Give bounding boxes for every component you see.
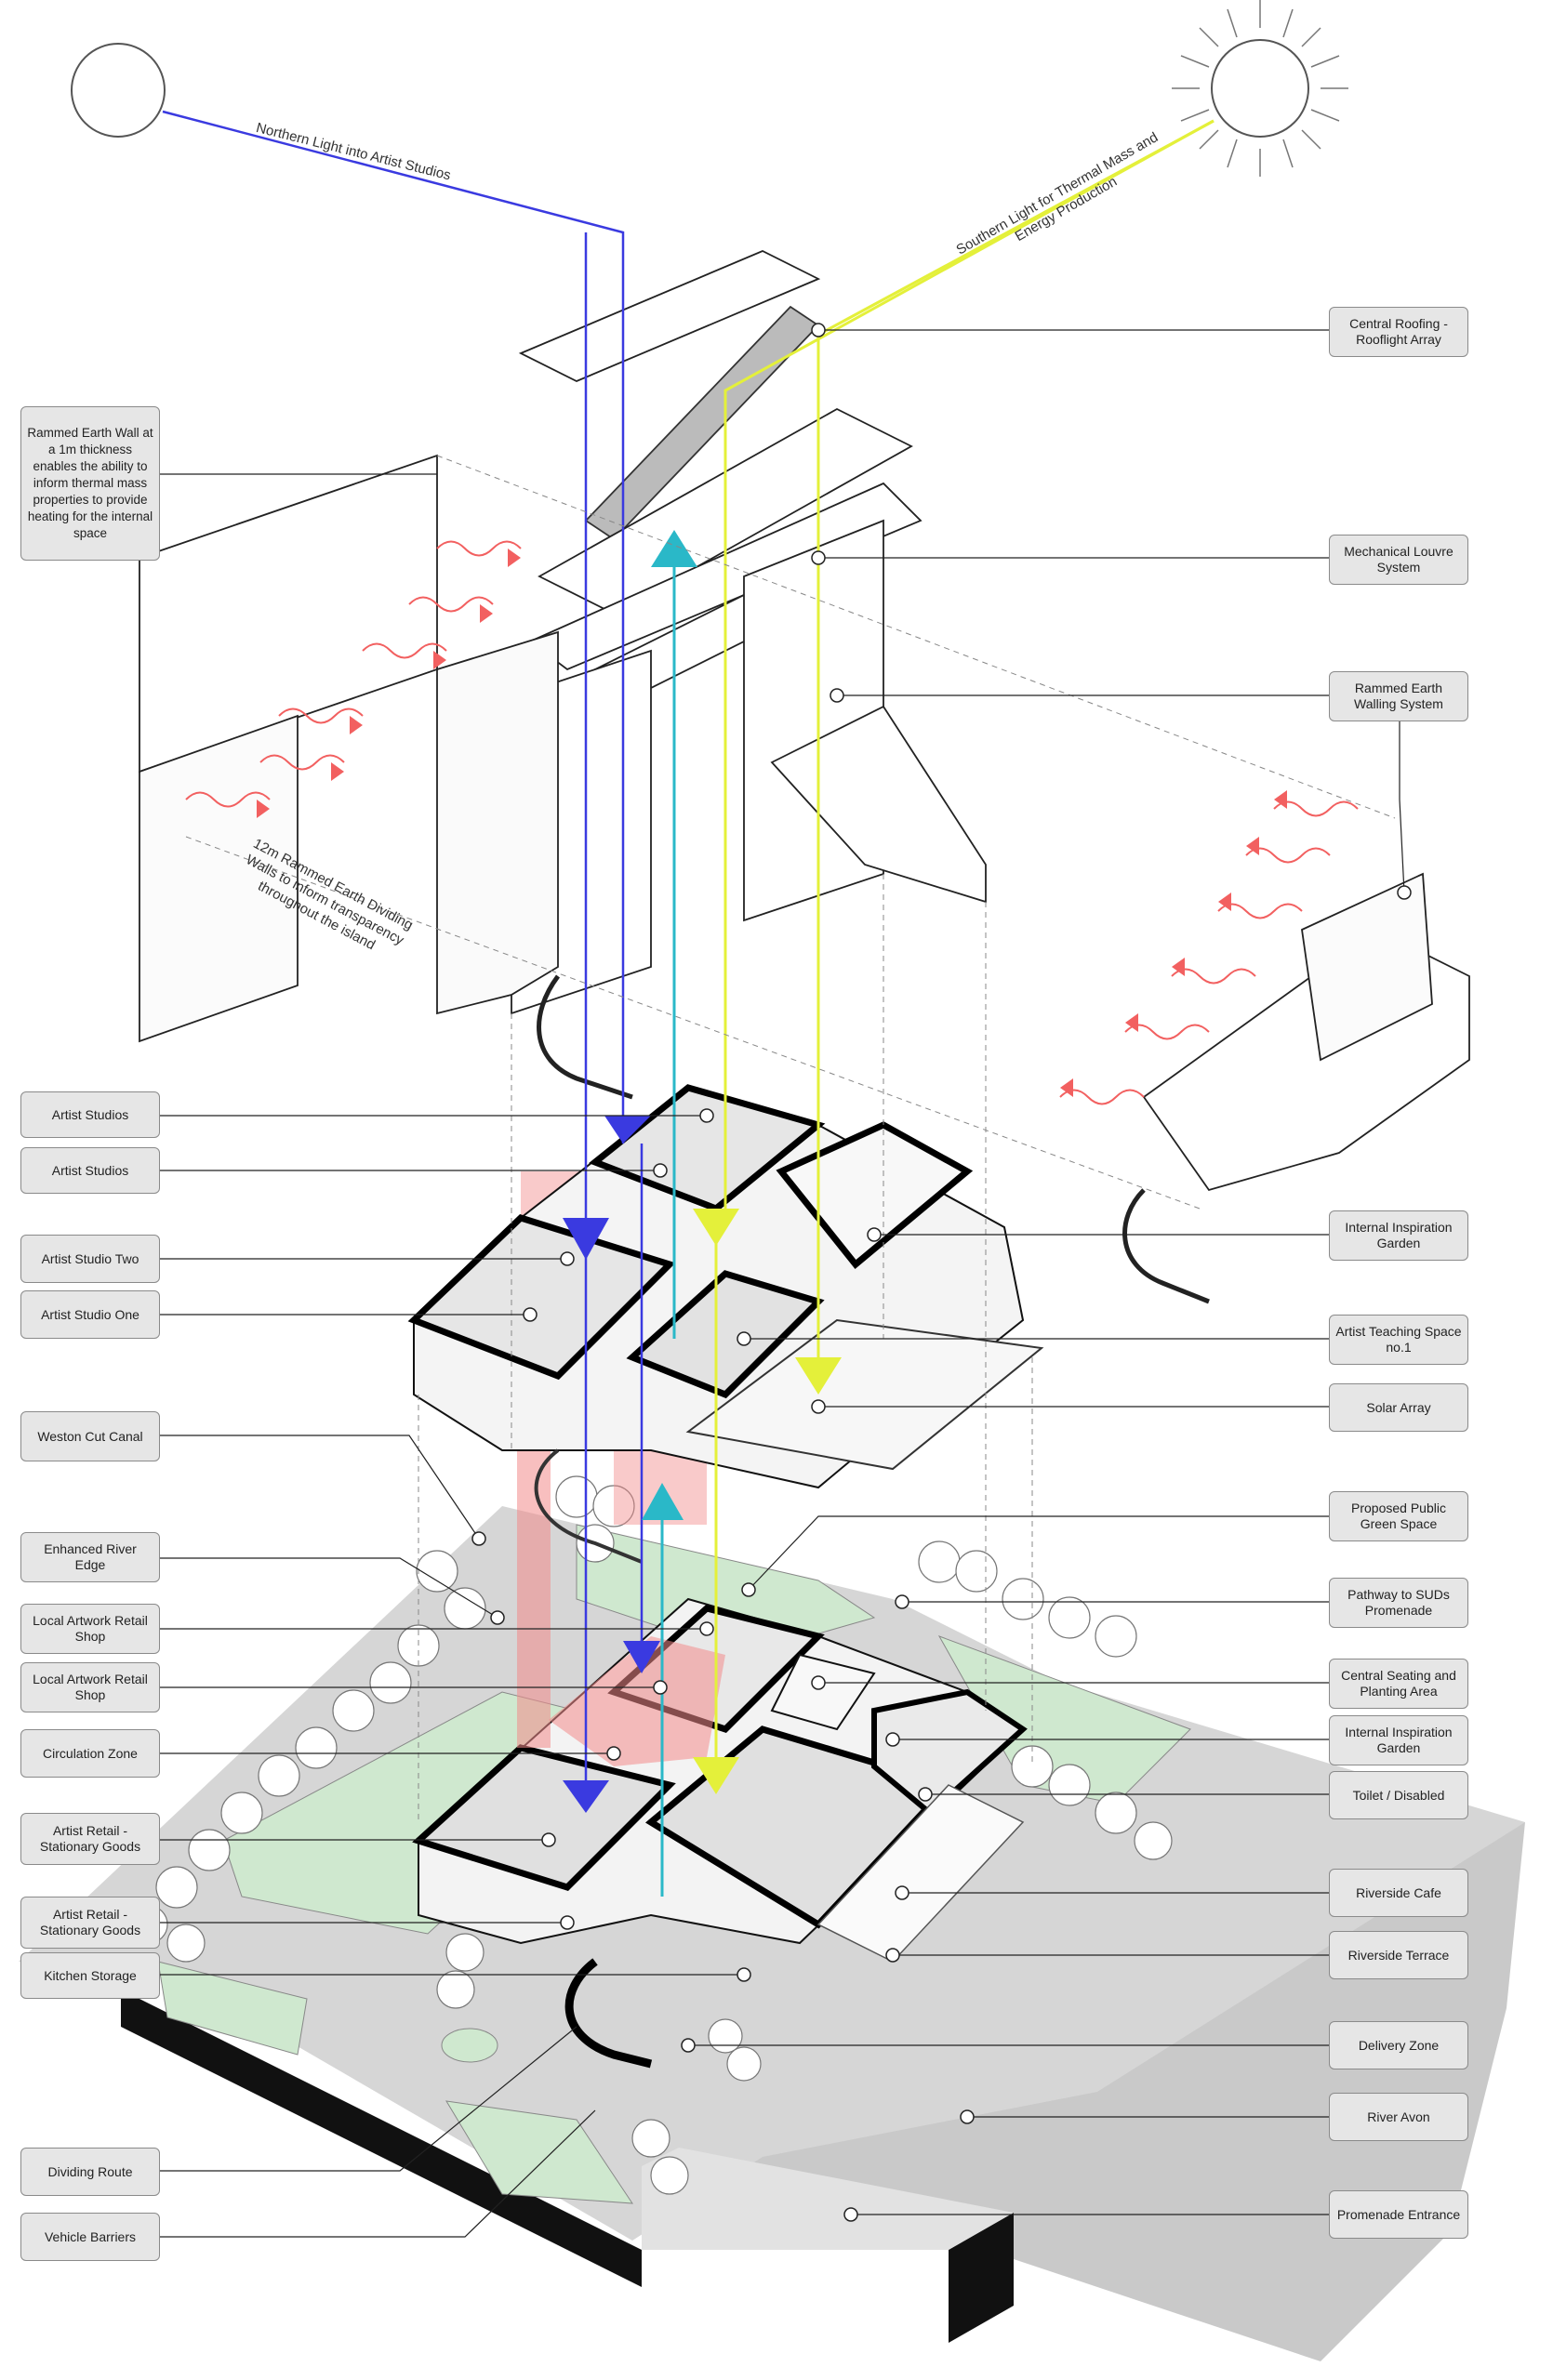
- label-river-avon[interactable]: River Avon: [1329, 2093, 1468, 2141]
- label-artist-studio-one[interactable]: Artist Studio One: [20, 1290, 160, 1339]
- southern-light-rays: [714, 119, 1215, 1766]
- garden-first: [776, 1121, 974, 1269]
- label-weston-cut-canal[interactable]: Weston Cut Canal: [20, 1411, 160, 1461]
- ground-inspiration-garden: [770, 1653, 876, 1731]
- rammed-earth-wall-center: [770, 705, 987, 904]
- north-sun-icon: [71, 43, 166, 138]
- yellow-arrowheads: [693, 1209, 842, 1794]
- label-artist-studio-two[interactable]: Artist Studio Two: [20, 1235, 160, 1283]
- label-artist-studios-1[interactable]: Artist Studios: [20, 1091, 160, 1138]
- label-pathway-suds[interactable]: Pathway to SUDs Promenade: [1329, 1578, 1468, 1628]
- heat-arrows: [185, 540, 1359, 1105]
- label-kitchen-storage[interactable]: Kitchen Storage: [20, 1952, 160, 1999]
- label-artist-teaching-space[interactable]: Artist Teaching Space no.1: [1329, 1315, 1468, 1365]
- green-space-road: [445, 2100, 633, 2204]
- south-sun: [1172, 0, 1348, 177]
- label-dividing-route[interactable]: Dividing Route: [20, 2148, 160, 2196]
- rammed-earth-wall-long: [436, 630, 559, 1015]
- roof-and-walls: [139, 250, 1470, 1304]
- label-internal-inspiration-garden-2[interactable]: Internal Inspiration Garden: [1329, 1715, 1468, 1765]
- airflow-arrowheads: [642, 530, 697, 1520]
- south-sun-icon: [1211, 39, 1309, 138]
- canal-curve: [534, 1448, 643, 1564]
- leader-dots: [471, 323, 1412, 2222]
- solar-roof: [685, 1318, 1044, 1471]
- rammed-earth-wall-left-2: [139, 714, 299, 1043]
- label-local-artwork-retail-2[interactable]: Local Artwork Retail Shop: [20, 1662, 160, 1712]
- leader-lines: [160, 329, 1405, 2238]
- north-sun: [71, 43, 166, 138]
- label-riverside-terrace[interactable]: Riverside Terrace: [1329, 1931, 1468, 1979]
- promenade-black-edge: [949, 2213, 1014, 2343]
- label-internal-inspiration-garden-1[interactable]: Internal Inspiration Garden: [1329, 1210, 1468, 1261]
- label-promenade-entrance[interactable]: Promenade Entrance: [1329, 2190, 1468, 2239]
- wall-curve-right: [1122, 1188, 1210, 1304]
- ground-toilets: [871, 1688, 1028, 1817]
- label-enhanced-river-edge[interactable]: Enhanced River Edge: [20, 1532, 160, 1582]
- label-artist-retail-stationary-2[interactable]: Artist Retail - Stationary Goods: [20, 1897, 160, 1949]
- northern-light-rays: [162, 110, 644, 1785]
- ground-terrace: [816, 1784, 1025, 1963]
- promenade-path: [642, 2148, 1014, 2250]
- roundabout: [441, 2028, 498, 2063]
- label-toilet-disabled[interactable]: Toilet / Disabled: [1329, 1771, 1468, 1819]
- label-proposed-public-green[interactable]: Proposed Public Green Space: [1329, 1491, 1468, 1541]
- road-black-edge: [121, 1990, 642, 2287]
- label-circulation-zone[interactable]: Circulation Zone: [20, 1729, 160, 1778]
- green-space-bottom: [157, 1961, 308, 2056]
- label-rammed-earth-walling[interactable]: Rammed Earth Walling System: [1329, 671, 1468, 721]
- label-solar-array[interactable]: Solar Array: [1329, 1383, 1468, 1432]
- heat-arrowheads: [257, 549, 1287, 1097]
- blue-arrowheads: [563, 1116, 660, 1813]
- label-artist-studios-2[interactable]: Artist Studios: [20, 1147, 160, 1194]
- rooflight-panel: [518, 250, 821, 382]
- label-central-roofing[interactable]: Central Roofing - Rooflight Array: [1329, 307, 1468, 357]
- delivery-curve: [564, 1958, 653, 2069]
- airflow-lines: [660, 558, 676, 1897]
- label-delivery-zone[interactable]: Delivery Zone: [1329, 2021, 1468, 2069]
- label-local-artwork-retail-1[interactable]: Local Artwork Retail Shop: [20, 1604, 160, 1654]
- label-central-seating[interactable]: Central Seating and Planting Area: [1329, 1659, 1468, 1709]
- studio-one-two: [407, 1214, 676, 1381]
- label-riverside-cafe[interactable]: Riverside Cafe: [1329, 1869, 1468, 1917]
- label-rammed-earth-wall[interactable]: Rammed Earth Wall at a 1m thickness enab…: [20, 406, 160, 561]
- label-mechanical-louvre[interactable]: Mechanical Louvre System: [1329, 535, 1468, 585]
- projection-lines: [185, 455, 1396, 1822]
- ground-circulation: [549, 1636, 725, 1766]
- wall-curve-left: [537, 974, 633, 1100]
- label-vehicle-barriers[interactable]: Vehicle Barriers: [20, 2213, 160, 2261]
- first-floor-plan: [407, 1084, 1044, 1564]
- label-artist-retail-stationary-1[interactable]: Artist Retail - Stationary Goods: [20, 1813, 160, 1865]
- rammed-earth-wall-right-2: [1301, 872, 1433, 1062]
